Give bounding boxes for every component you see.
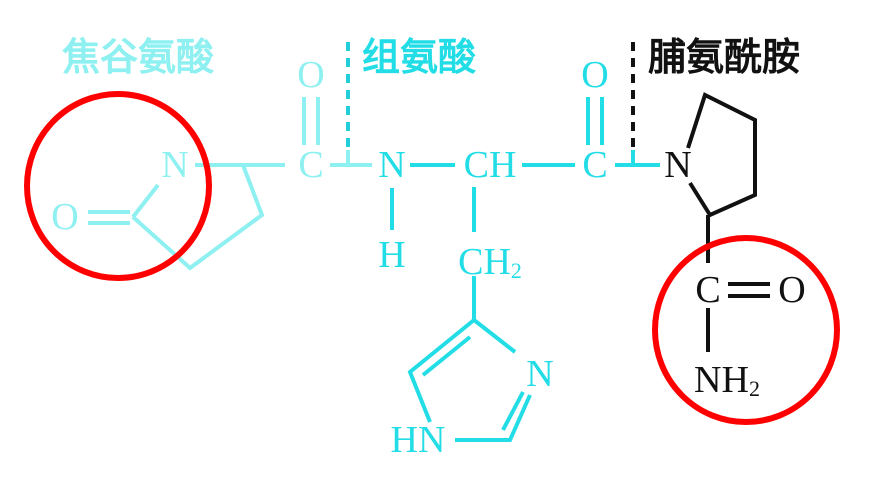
atom-h: H (378, 234, 405, 276)
histidine-group: N H CH C O CH2 N HN (378, 54, 660, 461)
atom-ch: CH (464, 144, 517, 186)
label-prolinamide: 脯氨酰胺 (648, 35, 800, 79)
atom-n: N (526, 353, 553, 395)
atom-n: N (664, 144, 691, 186)
atom-o: O (581, 54, 608, 96)
atom-o: O (51, 196, 78, 238)
atom-c: C (582, 144, 607, 186)
atom-c: C (695, 269, 720, 311)
label-histidine: 组氨酸 (362, 35, 477, 79)
atom-c: C (298, 144, 323, 186)
prolinamide-group: N C O NH2 (664, 92, 806, 401)
atom-o: O (778, 269, 805, 311)
atom-ch2: CH2 (458, 241, 522, 283)
pyroglutamate-group: N O C O (51, 54, 372, 271)
highlight-circle-amide (652, 235, 840, 425)
label-pyroglutamate: 焦谷氨酸 (62, 35, 215, 79)
atom-hn: HN (391, 419, 446, 461)
atom-n: N (161, 144, 188, 186)
highlight-circle-pyroglutamate (24, 91, 212, 281)
atom-o: O (297, 54, 324, 96)
atom-n: N (378, 144, 405, 186)
atom-nh2: NH2 (694, 359, 760, 401)
